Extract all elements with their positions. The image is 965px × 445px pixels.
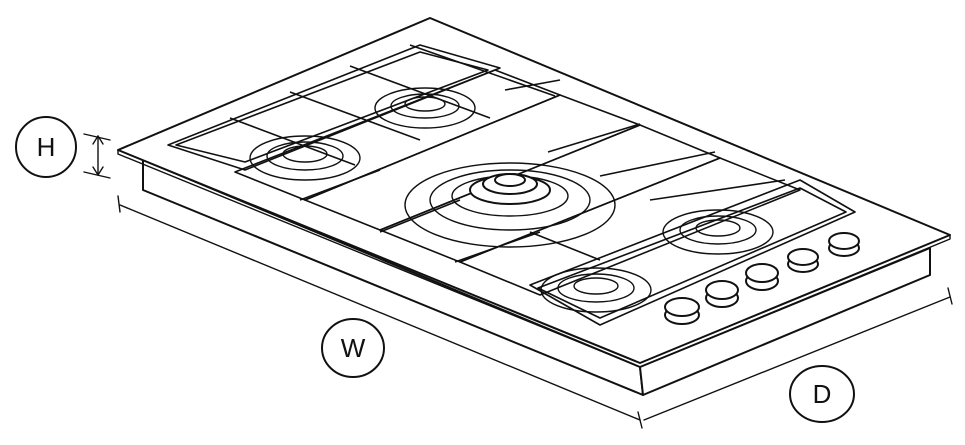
- width-label: W: [341, 333, 366, 363]
- knob-5: [828, 232, 860, 257]
- width-dimension-line: [117, 195, 643, 429]
- height-label-badge: H: [15, 116, 77, 178]
- height-label: H: [37, 132, 56, 162]
- depth-label: D: [813, 379, 832, 409]
- depth-label-badge: D: [789, 365, 855, 423]
- knob-1: [664, 297, 700, 325]
- width-label-badge: W: [321, 318, 385, 378]
- knob-3: [745, 263, 779, 291]
- burner-wok-center: [404, 162, 616, 248]
- height-dimension-line: [83, 133, 111, 179]
- burner-front-right: [662, 209, 774, 255]
- burner-front-center: [540, 267, 652, 313]
- knob-2: [705, 280, 739, 308]
- knob-4: [787, 248, 819, 273]
- burner-back-left: [249, 135, 361, 181]
- hob-body: [117, 17, 951, 396]
- burner-back-center: [374, 87, 476, 129]
- depth-dimension-line: [643, 287, 953, 421]
- control-knobs: [664, 232, 860, 325]
